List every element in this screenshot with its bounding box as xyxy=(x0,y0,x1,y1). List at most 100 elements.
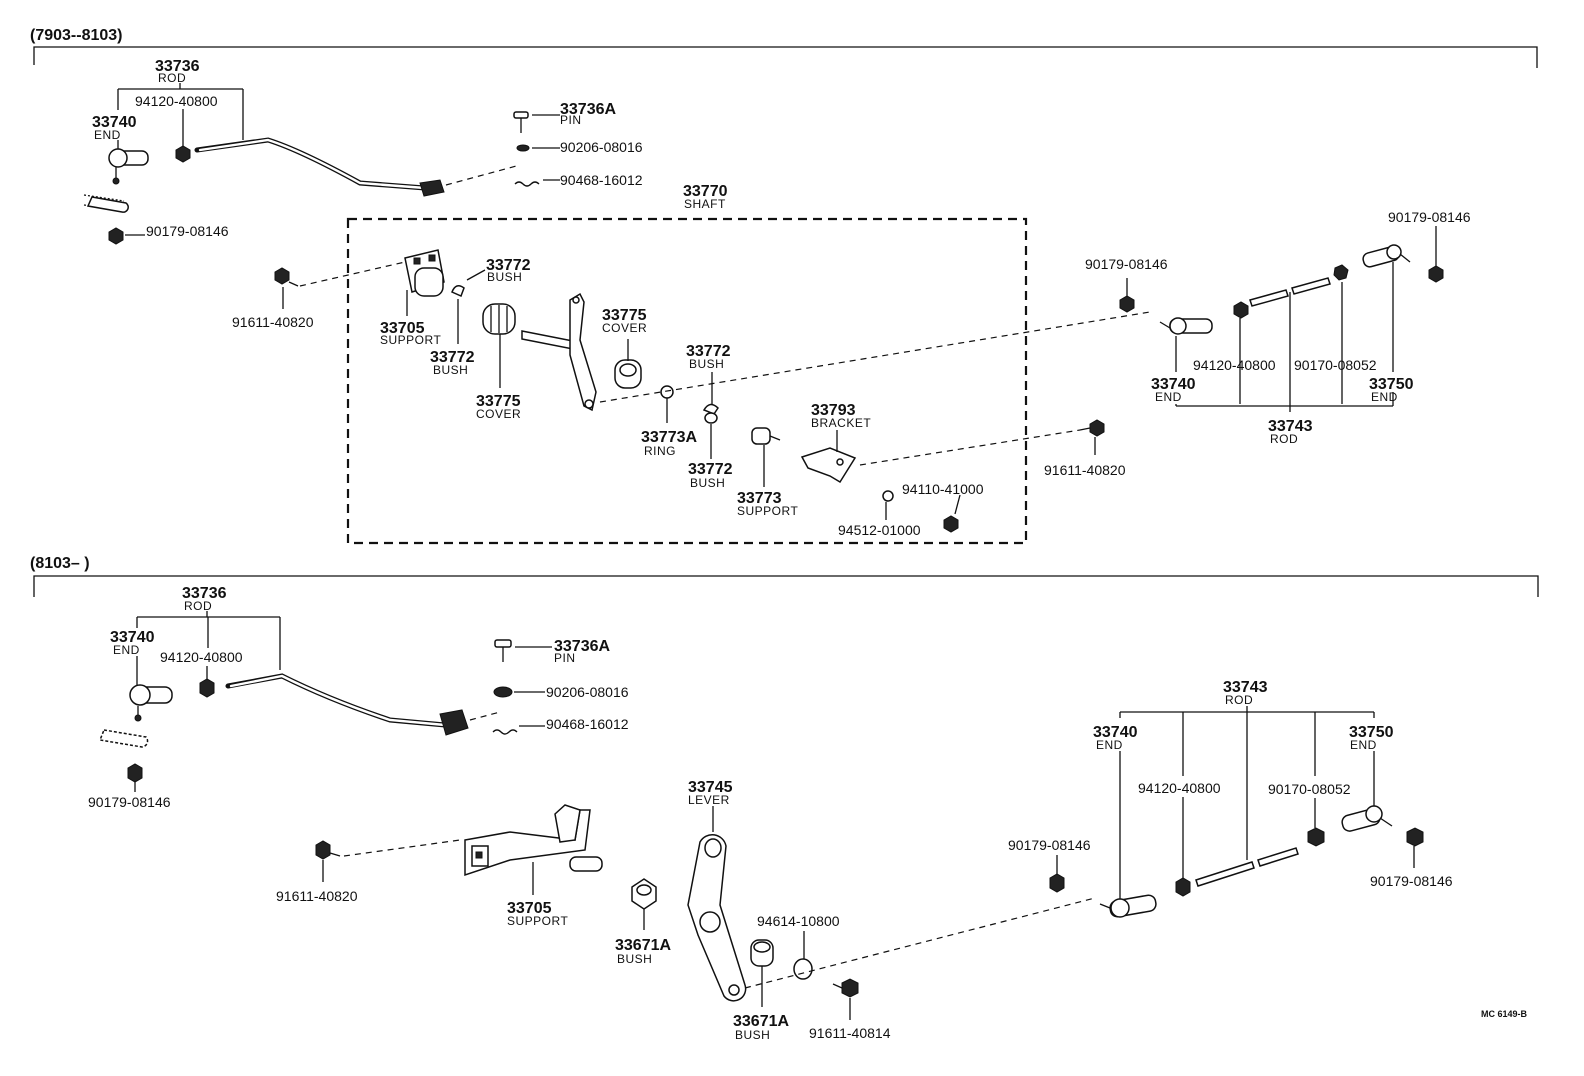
bottom-end-33740-num: 33740 xyxy=(110,629,155,646)
bottom-pin-33736A-num: 33736A xyxy=(554,638,610,655)
top-clip-90468-part xyxy=(514,181,540,187)
bottom-support-33705-name: SUPPORT xyxy=(507,914,568,928)
top-end-33740-r-part xyxy=(1159,317,1213,335)
bottom-lever-33745-name: LEVER xyxy=(688,793,730,807)
top-support-33773-name: SUPPORT xyxy=(737,504,798,518)
top-washer-94110-part xyxy=(943,515,959,533)
bottom-bush-33671A-b-name: BUSH xyxy=(735,1028,770,1042)
top-support-33705-part xyxy=(404,249,445,297)
top-ring-33773A-name: RING xyxy=(644,444,676,458)
top-rod-33736-num: 33736 xyxy=(155,58,200,75)
bottom-pin-33736A-part xyxy=(494,639,512,662)
top-bush-33772-a-num: 33772 xyxy=(486,257,531,274)
bottom-nut-94120-part xyxy=(199,678,215,698)
bottom-clip-90468-num: 90468-16012 xyxy=(546,716,629,732)
top-end-33740-r-num: 33740 xyxy=(1151,376,1196,393)
top-nut-94120-r-num: 94120-40800 xyxy=(1193,357,1276,373)
bottom-end-33750-num: 33750 xyxy=(1349,724,1394,741)
top-nut-90179-a-num: 90179-08146 xyxy=(146,223,229,239)
bottom-bolt-91611-a-num: 91611-40820 xyxy=(276,888,358,904)
top-cover-33775-a-part xyxy=(482,303,516,335)
top-end-33740-r-name: END xyxy=(1155,390,1182,404)
top-nut-90170-num: 90170-08052 xyxy=(1294,357,1377,373)
bottom-lever-33745-part xyxy=(687,834,747,1002)
bottom-support-33705-part xyxy=(464,804,603,877)
top-bush-33772-a-part xyxy=(451,285,465,298)
bottom-nut-90170-part xyxy=(1307,827,1325,847)
top-rod-33743-name: ROD xyxy=(1270,432,1298,446)
top-end-33750-name: END xyxy=(1371,390,1398,404)
top-cover-33775-a-num: 33775 xyxy=(476,393,521,410)
bottom-nut-94120-num: 94120-40800 xyxy=(160,649,243,665)
top-rod-33743-num: 33743 xyxy=(1268,418,1313,435)
bottom-nut-90179-b-num: 90179-08146 xyxy=(1008,837,1091,853)
bottom-pin-33736A-name: PIN xyxy=(554,651,576,665)
top-section-range: (7903--8103) xyxy=(30,27,123,44)
bottom-washer-90206-num: 90206-08016 xyxy=(546,684,629,700)
bottom-rod-33743-num: 33743 xyxy=(1223,679,1268,696)
bottom-washer-90206-part xyxy=(493,686,513,698)
bottom-bolt-91611-b-part xyxy=(832,978,859,998)
top-bush-33772-b-num: 33772 xyxy=(430,349,475,366)
top-nut-90179-b-num: 90179-08146 xyxy=(1085,256,1168,272)
bottom-bush-33671A-a-name: BUSH xyxy=(617,952,652,966)
drawing-code: MC 6149-B xyxy=(1481,1009,1528,1019)
bottom-lever-33745-num: 33745 xyxy=(688,779,733,796)
top-bush-33772-b-name: BUSH xyxy=(433,363,468,377)
top-shaft-33770-num: 33770 xyxy=(683,183,728,200)
top-washer-94110-num: 94110-41000 xyxy=(902,481,984,497)
top-rod-33743-part-b xyxy=(1291,277,1331,295)
bottom-washer-94614-part xyxy=(793,958,813,980)
bottom-bolt-91611-a-part xyxy=(315,840,341,860)
top-nut-94512-num: 94512-01000 xyxy=(838,522,921,538)
bottom-end-33740-r-num: 33740 xyxy=(1093,724,1138,741)
bottom-nut-90179-c-part xyxy=(1406,827,1424,847)
top-nut-90179-a-part xyxy=(108,227,124,245)
top-cover-33775-a-name: COVER xyxy=(476,407,521,421)
top-cover-33775-b-name: COVER xyxy=(602,321,647,335)
bottom-bush-33671A-a-part xyxy=(631,878,657,910)
top-washer-90206-part xyxy=(516,144,530,152)
top-section-bracket xyxy=(33,46,1538,68)
top-pin-33736A-name: PIN xyxy=(560,113,582,127)
bottom-washer-94614-num: 94614-10800 xyxy=(757,913,840,929)
bottom-bush-33671A-b-num: 33671A xyxy=(733,1013,789,1030)
top-shaft-33770-name: SHAFT xyxy=(684,197,726,211)
bottom-rod-33743-part-a xyxy=(1195,861,1255,887)
bottom-end-33740-part xyxy=(129,684,173,722)
top-bush-33772-d-num: 33772 xyxy=(688,461,733,478)
top-rod-33736-part xyxy=(194,137,428,191)
bottom-rod-33743-name: ROD xyxy=(1225,693,1253,707)
top-bush-33772-c-num: 33772 xyxy=(686,343,731,360)
top-shaft-lever-part xyxy=(521,292,597,412)
top-nut-90179-c-num: 90179-08146 xyxy=(1388,209,1471,225)
top-rod-33736-name: ROD xyxy=(158,71,186,85)
top-support-33773-part xyxy=(751,427,781,445)
top-bush-33772-c-name: BUSH xyxy=(689,357,724,371)
top-bush-33772-a-name: BUSH xyxy=(487,270,522,284)
bottom-nut-94120-r-num: 94120-40800 xyxy=(1138,780,1221,796)
top-support-33705-num: 33705 xyxy=(380,320,425,337)
bottom-section-range: (8103– ) xyxy=(30,555,90,572)
bottom-rod-33736-name: ROD xyxy=(184,599,212,613)
top-nut-90170-part xyxy=(1333,264,1349,281)
top-nut-90179-c-part xyxy=(1428,265,1444,283)
bottom-end-33750-name: END xyxy=(1350,738,1377,752)
top-washer-90206-num: 90206-08016 xyxy=(560,139,643,155)
top-end-33750-part xyxy=(1362,244,1411,268)
top-ring-33773A-num: 33773A xyxy=(641,429,697,446)
top-pin-33736A-part xyxy=(513,111,529,133)
top-support-33773-num: 33773 xyxy=(737,490,782,507)
bottom-nut-90179-b-part xyxy=(1049,873,1065,893)
top-bolt-91611-b-part xyxy=(1079,419,1105,437)
bottom-nut-90179-a-num: 90179-08146 xyxy=(88,794,171,810)
bottom-section-bracket xyxy=(33,575,1539,597)
bottom-clip-90468-part xyxy=(492,729,518,735)
top-end-33740-part xyxy=(108,148,149,185)
top-rod-33743-part-a xyxy=(1249,289,1289,307)
top-bracket-33793-part xyxy=(800,447,857,484)
bottom-bush-33671A-a-num: 33671A xyxy=(615,937,671,954)
top-nut-94120-r-part xyxy=(1233,301,1249,319)
bottom-bush-33671A-b-part xyxy=(750,939,774,967)
